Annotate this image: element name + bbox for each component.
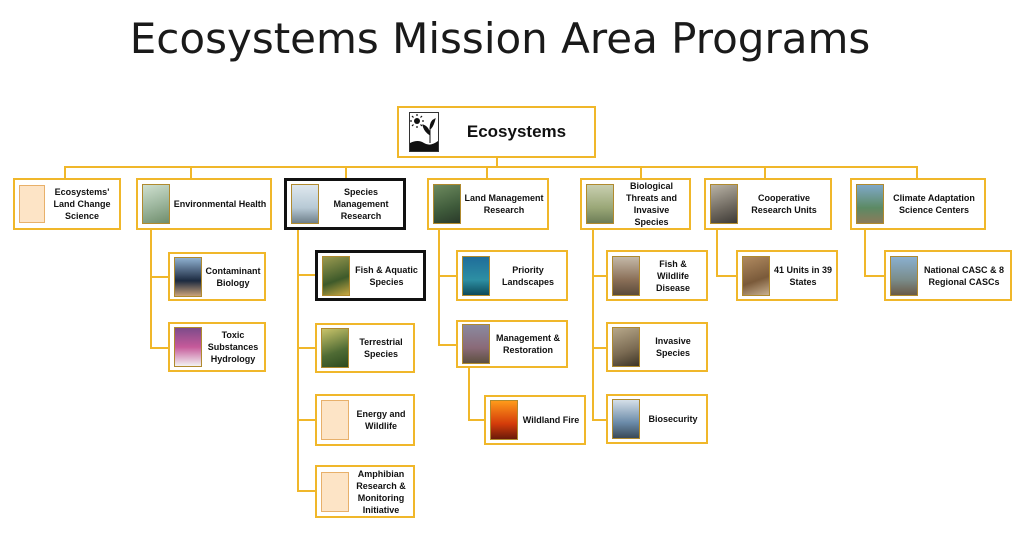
node-climate-adaptation[interactable]: Climate Adaptation Science Centers [850,178,986,230]
branch-biosecurity [592,419,606,421]
branch-priority-landscapes [438,275,456,277]
drop-species-management [345,166,347,178]
flowers-photo [174,327,202,367]
field-station-photo [890,255,918,296]
environmental-health-photo [142,184,170,224]
drop-environmental-health [190,166,192,178]
spine-environmental-health [150,230,152,348]
node-terrestrial[interactable]: Terrestrial Species [315,323,415,373]
node-label: Land Management Research [464,193,544,215]
node-land-change[interactable]: Ecosystems' Land Change Science [13,178,121,230]
spine-management-restoration [468,368,470,420]
branch-41-units [716,275,736,277]
node-label: Energy and Wildlife [356,409,406,431]
node-label: Cooperative Research Units [751,193,817,215]
lab-photo [612,399,640,439]
fish-photo [322,255,350,296]
branch-wildland-fire [468,419,484,421]
branch-fish-wildlife-disease [592,275,606,277]
field-photo [462,324,490,364]
spine-cooperative-research [716,230,718,276]
branch-toxic-substances [150,347,168,349]
spine-species-management [297,230,299,491]
lynx-photo [710,184,738,224]
node-label: Terrestrial Species [359,337,403,359]
node-wildland-fire[interactable]: Wildland Fire [484,395,586,445]
diver-photo [462,255,490,296]
drop-cooperative-research [764,166,766,178]
branch-national-casc [864,275,884,277]
branch-management-restoration [438,344,456,346]
node-label: Environmental Health [173,199,267,209]
mussels-photo [612,327,640,367]
node-invasive-species[interactable]: Invasive Species [606,322,708,372]
node-label: Contaminant Biology [205,265,261,288]
node-label: Biosecurity [648,414,698,424]
drop-climate-adaptation [916,166,918,178]
root-label: Ecosystems [466,122,567,141]
branch-amphibian [297,490,315,492]
root-node-ecosystems[interactable]: Ecosystems [397,106,596,158]
polar-bears-photo [291,184,319,224]
node-41-units[interactable]: 41 Units in 39 States [736,250,838,301]
node-cooperative-research[interactable]: Cooperative Research Units [704,178,832,230]
node-environmental-health[interactable]: Environmental Health [136,178,272,230]
placeholder-image [19,185,45,223]
researcher-photo [742,255,770,296]
top-bus-connector [64,166,917,168]
node-label: Wildland Fire [522,415,580,425]
mountain-photo [856,184,884,224]
branch-terrestrial [297,347,315,349]
ecosystems-logo-icon [409,112,439,152]
spine-biological-threats [592,230,594,420]
node-biological-threats[interactable]: Biological Threats and Invasive Species [580,178,691,230]
spine-land-management [438,230,440,345]
placeholder-image [321,400,349,440]
node-label: Priority Landscapes [501,264,555,287]
node-national-casc[interactable]: National CASC & 8 Regional CASCs [884,250,1012,301]
node-energy-wildlife[interactable]: Energy and Wildlife [315,394,415,446]
drop-land-change [64,166,66,178]
bird-photo [174,256,202,297]
node-fish-aquatic[interactable]: Fish & Aquatic Species [315,250,426,301]
lake-photo [586,184,614,224]
node-land-management[interactable]: Land Management Research [427,178,549,230]
node-label: Amphibian Research & Monitoring Initiati… [356,468,406,515]
node-label: Fish & Aquatic Species [355,264,418,287]
fire-photo [490,400,518,440]
landscape-photo [433,184,461,224]
node-species-management[interactable]: Species Management Research [284,178,406,230]
node-label: Species Management Research [333,187,389,221]
drop-biological-threats [640,166,642,178]
node-label: Ecosystems' Land Change Science [53,187,111,221]
node-label: 41 Units in 39 States [773,264,833,287]
node-label: Management & Restoration [495,333,560,355]
root-down-connector [496,158,498,167]
branch-fish-aquatic [297,274,315,276]
node-priority-landscapes[interactable]: Priority Landscapes [456,250,568,301]
node-label: Fish & Wildlife Disease [655,258,691,293]
node-management-restoration[interactable]: Management & Restoration [456,320,568,368]
branch-invasive-species [592,347,606,349]
node-label: Toxic Substances Hydrology [207,330,259,364]
branch-energy-wildlife [297,419,315,421]
node-label: Invasive Species [655,336,691,358]
spine-climate-adaptation [864,230,866,276]
node-label: National CASC & 8 Regional CASCs [923,264,1004,287]
branch-contaminant-biology [150,276,168,278]
node-biosecurity[interactable]: Biosecurity [606,394,708,444]
placeholder-image [321,471,349,512]
node-toxic-substances[interactable]: Toxic Substances Hydrology [168,322,266,372]
node-label: Biological Threats and Invasive Species [625,181,677,227]
bee-photo [321,328,349,368]
drop-land-management [486,166,488,178]
node-label: Climate Adaptation Science Centers [893,193,975,215]
node-contaminant-biology[interactable]: Contaminant Biology [168,252,266,301]
node-amphibian[interactable]: Amphibian Research & Monitoring Initiati… [315,465,415,518]
deer-photo [612,255,640,296]
node-fish-wildlife-disease[interactable]: Fish & Wildlife Disease [606,250,708,301]
page-title: Ecosystems Mission Area Programs [129,14,871,63]
